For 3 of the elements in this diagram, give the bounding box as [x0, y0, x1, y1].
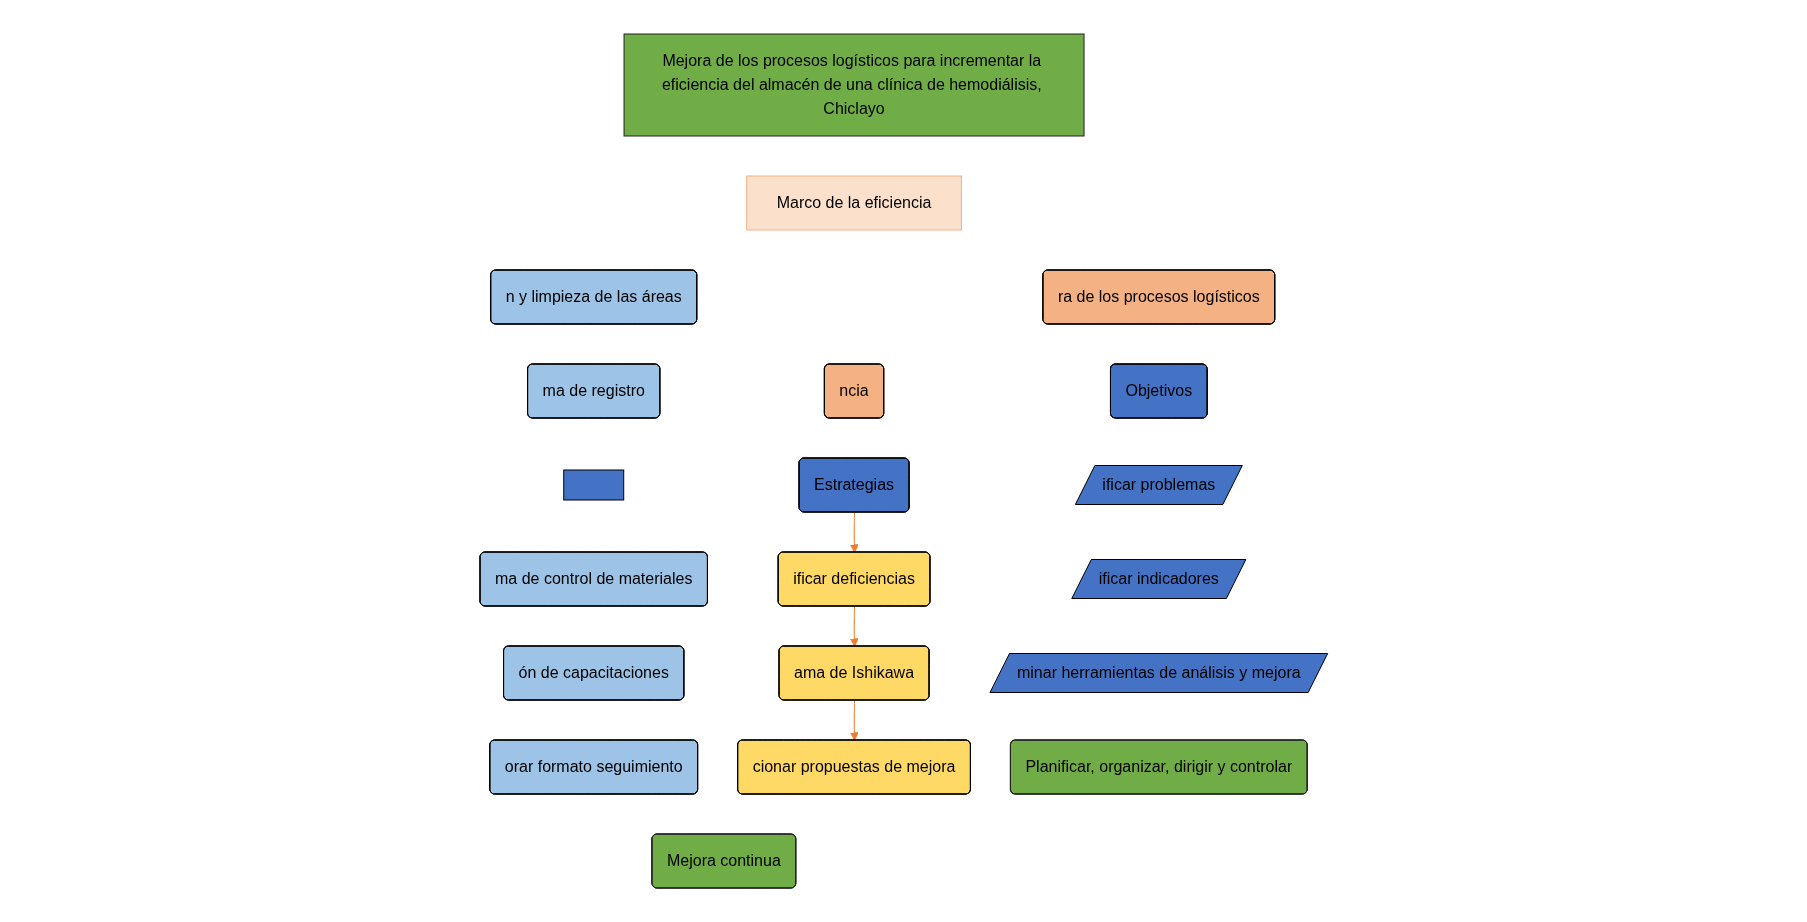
node-box: Mejora de los procesos logísticos para incrementar la eficiencia del almacén de una clínica de hemodiálisis, Chiclayo [623, 33, 1085, 137]
node-box [562, 469, 624, 501]
node-box: Marco de la eficiencia [745, 175, 962, 231]
